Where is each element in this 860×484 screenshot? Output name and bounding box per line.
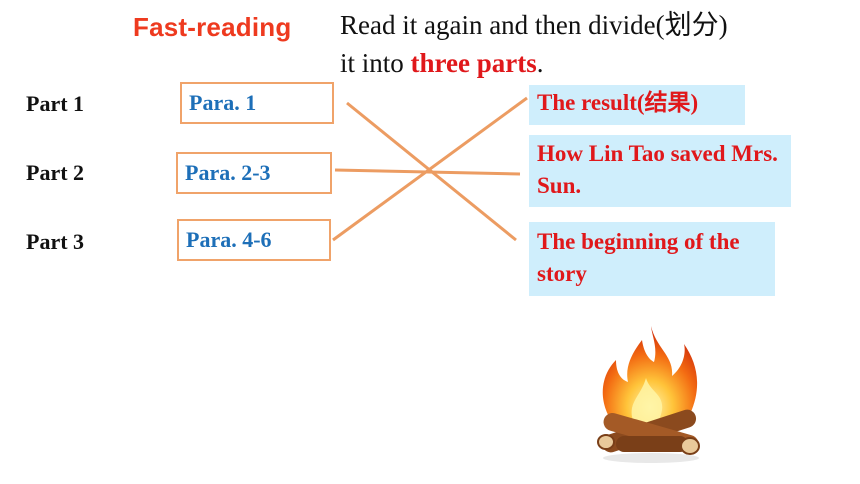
answer-text: The result(结果): [537, 90, 699, 115]
page-title: Fast-reading: [133, 12, 292, 42]
instruction-text: Read it again and then divide(划分) it int…: [340, 6, 840, 82]
instruction-line1: Read it again and then divide(划分): [340, 10, 728, 40]
para-box-label: Para. 2-3: [185, 160, 271, 185]
connector-line-3: [332, 96, 528, 242]
para-box-1[interactable]: Para. 1: [180, 82, 334, 124]
answer-card-1[interactable]: The result(结果): [529, 85, 745, 125]
para-box-label: Para. 1: [189, 90, 257, 115]
part-label-3: Part 3: [26, 229, 85, 254]
instruction-line2-prefix: it into: [340, 48, 411, 78]
para-box-2[interactable]: Para. 2-3: [176, 152, 332, 194]
answer-card-2[interactable]: How Lin Tao saved Mrs. Sun.: [529, 135, 791, 207]
answer-text: The beginning of the story: [537, 229, 740, 286]
para-box-label: Para. 4-6: [186, 227, 272, 252]
answer-text: How Lin Tao saved Mrs. Sun.: [537, 141, 778, 198]
para-box-3[interactable]: Para. 4-6: [177, 219, 331, 261]
part-label-1: Part 1: [26, 91, 85, 116]
part-label-2: Part 2: [26, 160, 85, 185]
instruction-suffix: .: [536, 48, 544, 78]
campfire-icon: [597, 326, 700, 463]
instruction-highlight: three parts: [410, 48, 537, 78]
answer-card-3[interactable]: The beginning of the story: [529, 222, 775, 296]
